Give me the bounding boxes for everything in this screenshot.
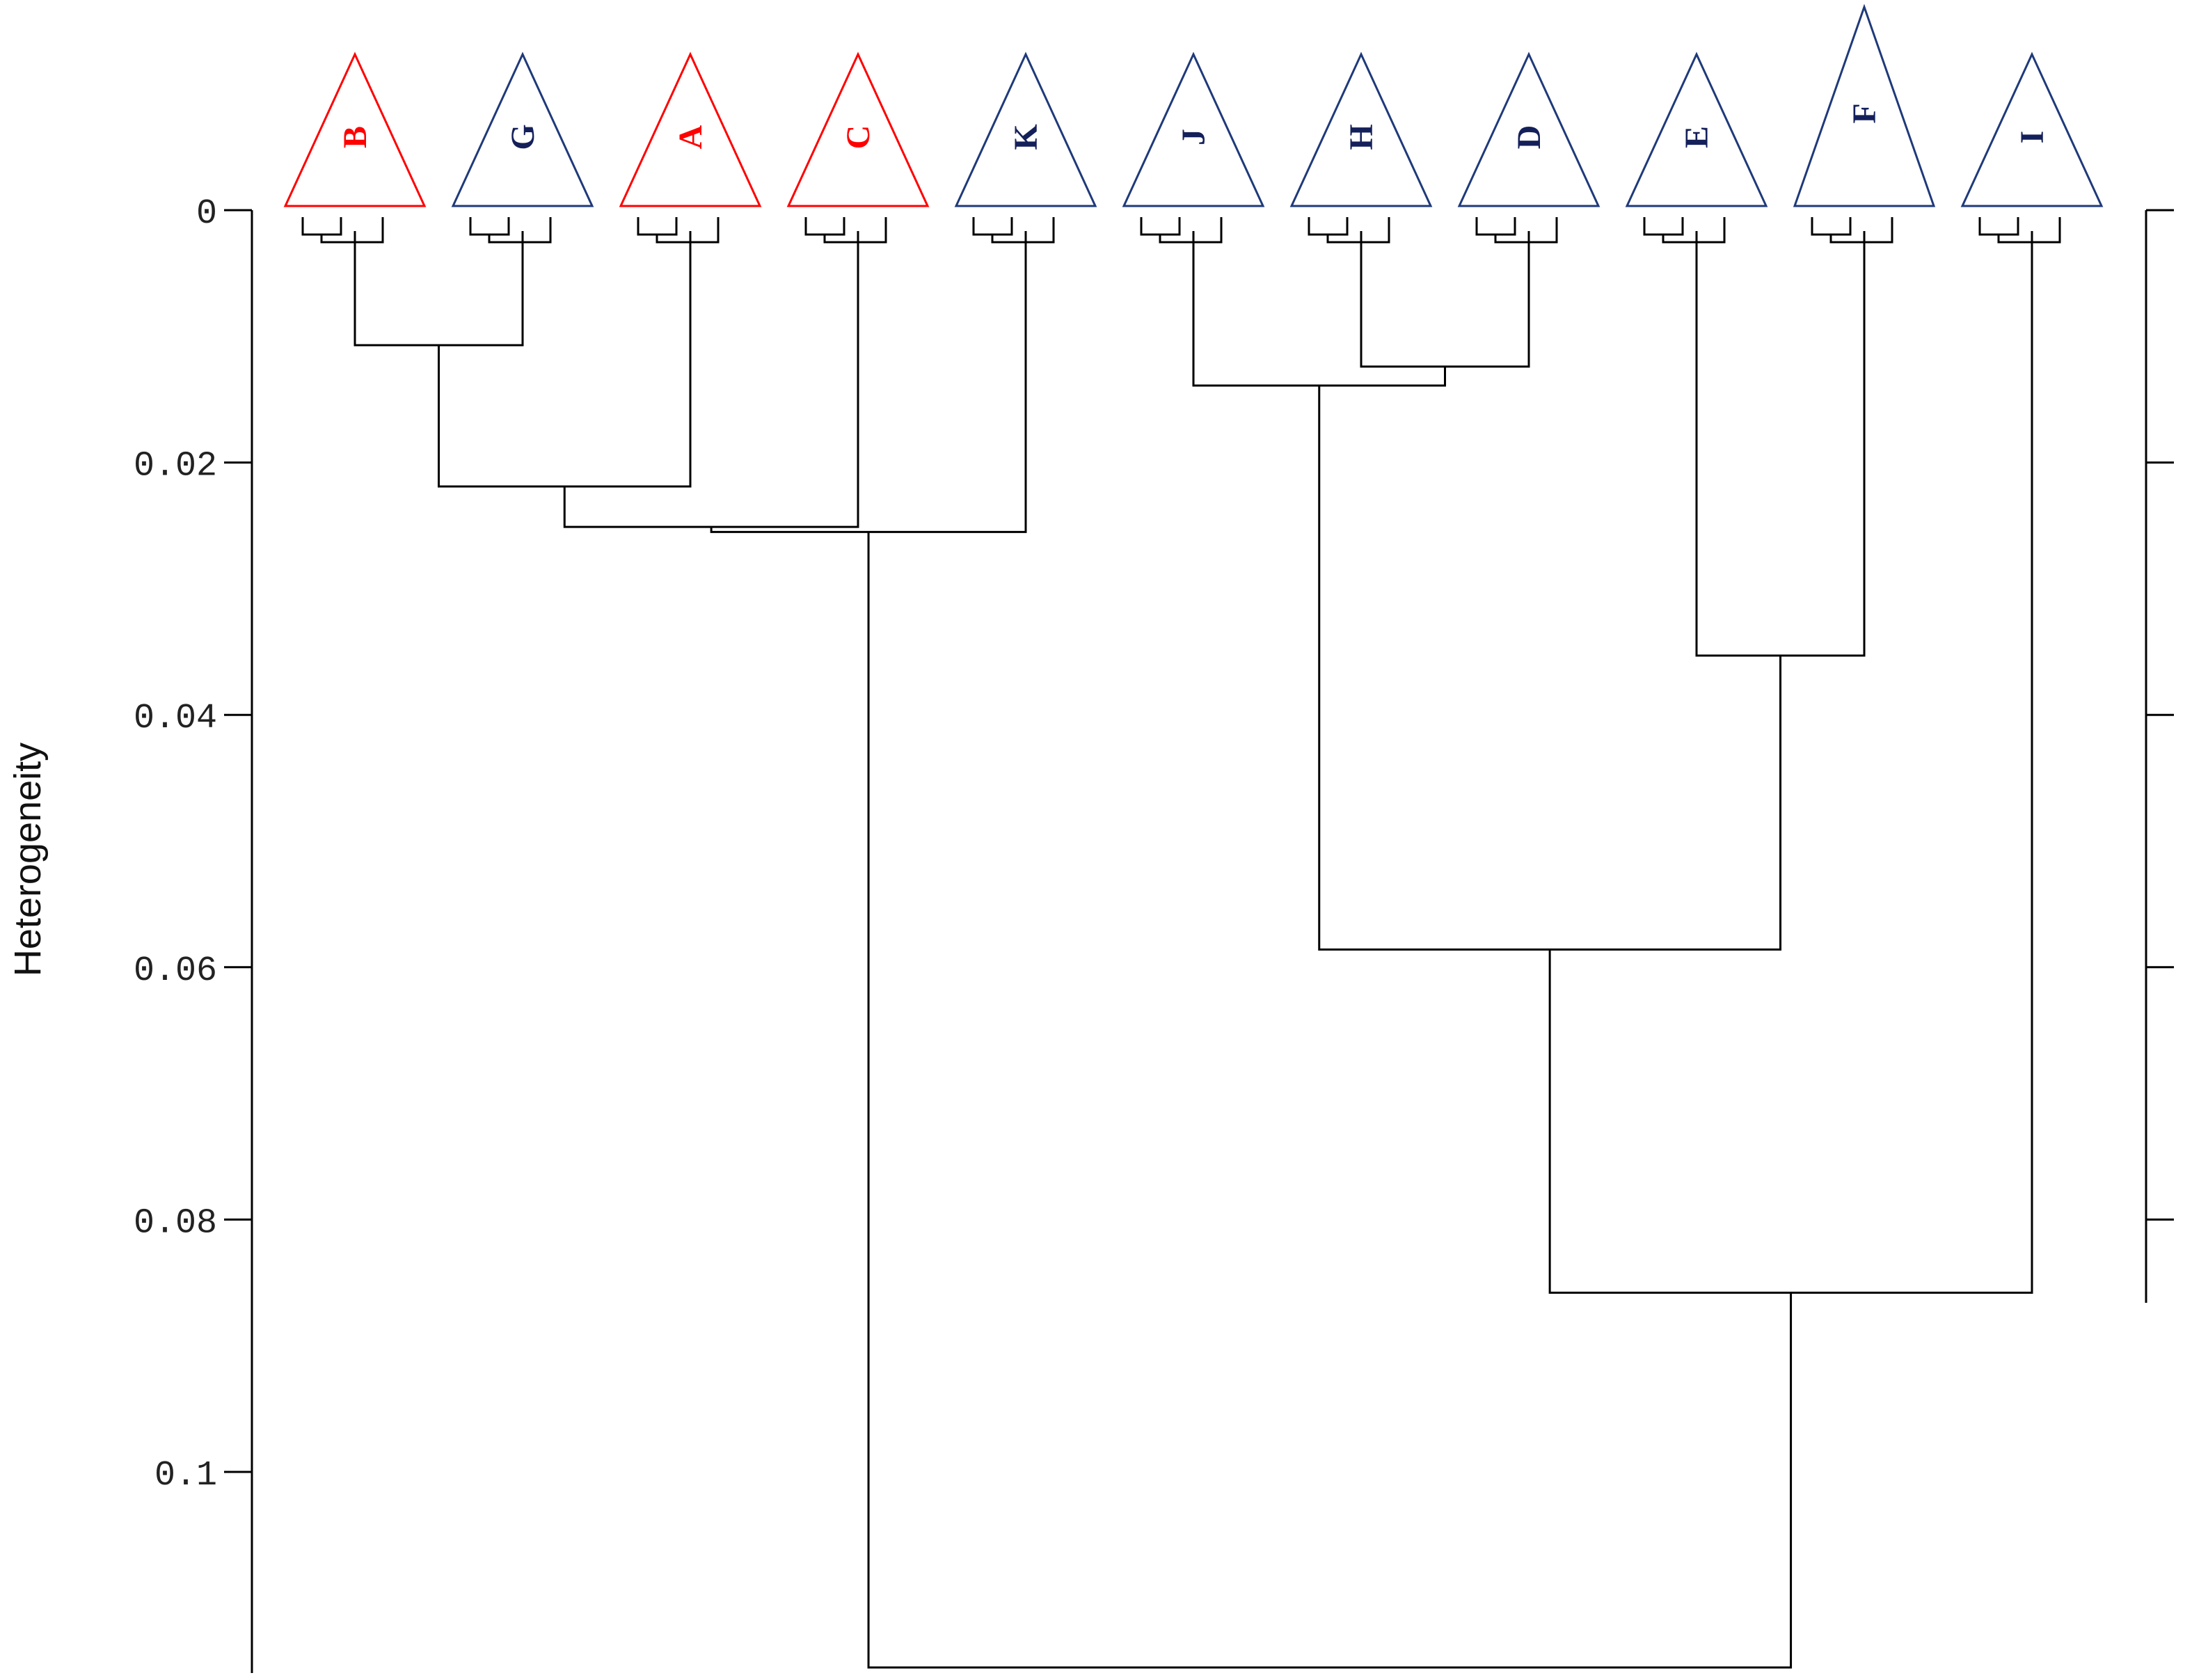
leaf-subcluster [1978, 217, 2061, 244]
leaf-label: E [1678, 126, 1715, 148]
right-axis [2145, 209, 2174, 1303]
merge-link [1192, 231, 1446, 387]
leaf-label: D [1511, 125, 1548, 150]
leaf-label: B [337, 126, 374, 148]
leaf-subcluster [1643, 217, 1726, 244]
leaf-subcluster [1140, 217, 1223, 244]
merge-link [563, 231, 859, 528]
y-tick-label: 0.04 [134, 699, 217, 738]
leaf-triangle [619, 51, 762, 207]
leaf-label: J [1175, 129, 1212, 145]
leaf-j: J [1122, 51, 1265, 244]
leaf-triangle [1625, 51, 1768, 207]
merge-link [710, 231, 1027, 533]
leaf-a: A [619, 51, 762, 244]
leaf-k: K [954, 51, 1097, 244]
leaf-subcluster [1811, 217, 1893, 244]
leaf-triangle [1457, 51, 1601, 207]
leaf-triangle [1960, 51, 2104, 207]
leaf-f: F [1793, 3, 1936, 244]
leaf-label: A [672, 125, 709, 149]
leaf-subcluster [469, 217, 552, 244]
merge-link [1360, 231, 1530, 368]
leaf-triangle [1793, 3, 1936, 207]
leaf-c: C [786, 51, 930, 244]
merge-link [438, 231, 692, 488]
merge-link [867, 532, 1793, 1669]
y-axis: 0 0.02 0.04 0.06 0.08 0.1 [134, 194, 253, 1673]
merge-link [1548, 231, 2033, 1294]
leaf-label: C [840, 125, 877, 150]
leaf-g: G [451, 51, 594, 244]
y-axis-title: Heterogeneity [7, 743, 49, 976]
leaf-triangle [1122, 51, 1265, 207]
y-tick-label: 0 [196, 194, 217, 234]
leaf-triangle [786, 51, 930, 207]
y-tick-label: 0.1 [154, 1456, 217, 1496]
leaf-triangles: B G A C K J H D E F I [283, 3, 2104, 244]
leaf-label: F [1846, 103, 1883, 123]
merge-link [1318, 386, 1781, 951]
leaf-e: E [1625, 51, 1768, 244]
leaf-subcluster [1308, 217, 1390, 244]
leaf-triangle [1289, 51, 1433, 207]
dendrogram-tree [354, 231, 2033, 1669]
leaf-triangle [954, 51, 1097, 207]
leaf-subcluster [301, 217, 384, 244]
leaf-d: D [1457, 51, 1601, 244]
leaf-triangle [283, 51, 427, 207]
leaf-i: I [1960, 51, 2104, 244]
merge-link [1695, 231, 1866, 657]
y-tick-label: 0.06 [134, 951, 217, 991]
leaf-label: K [1008, 124, 1045, 150]
leaf-b: B [283, 51, 427, 244]
leaf-label: I [2014, 131, 2051, 144]
leaf-subcluster [804, 217, 887, 244]
leaf-subcluster [972, 217, 1055, 244]
y-tick-label: 0.02 [134, 447, 217, 486]
leaf-subcluster [637, 217, 720, 244]
merge-link [354, 231, 524, 347]
leaf-label: G [505, 124, 541, 150]
leaf-label: H [1343, 124, 1380, 150]
leaf-subcluster [1475, 217, 1558, 244]
leaf-triangle [451, 51, 594, 207]
leaf-h: H [1289, 51, 1433, 244]
y-tick-label: 0.08 [134, 1203, 217, 1243]
